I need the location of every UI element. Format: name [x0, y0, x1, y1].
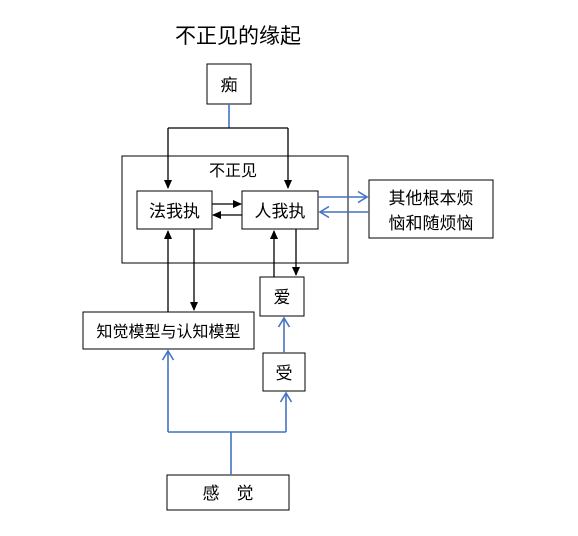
node-shou-label: 受: [276, 364, 293, 384]
node-renwozhi-label: 人我执: [255, 202, 306, 222]
node-ganjue-label: 感 觉: [203, 484, 254, 504]
node-ai-box: [259, 276, 305, 317]
container-buzhengjian-label: 不正见: [209, 161, 257, 180]
node-qita-box: [368, 179, 494, 239]
node-qita-label-line2: 恼和随烦恼: [389, 214, 474, 234]
node-chi-box: [206, 63, 252, 105]
node-shou-box: [262, 352, 306, 392]
node-renwozhi-box: [241, 190, 319, 230]
node-chi-label: 痴: [221, 76, 238, 96]
container-buzhengjian: [121, 155, 349, 264]
diagram-title: 不正见的缘起: [175, 24, 301, 48]
node-moxing-box: [82, 311, 255, 350]
node-ganjue-box: [166, 474, 290, 511]
node-fawozhi-label: 法我执: [149, 202, 200, 222]
node-ai-label: 爱: [274, 288, 291, 308]
node-moxing-label: 知觉模型与认知模型: [96, 322, 240, 341]
node-fawozhi-box: [136, 190, 213, 230]
node-qita-label-line1: 其他根本烦: [389, 189, 474, 209]
